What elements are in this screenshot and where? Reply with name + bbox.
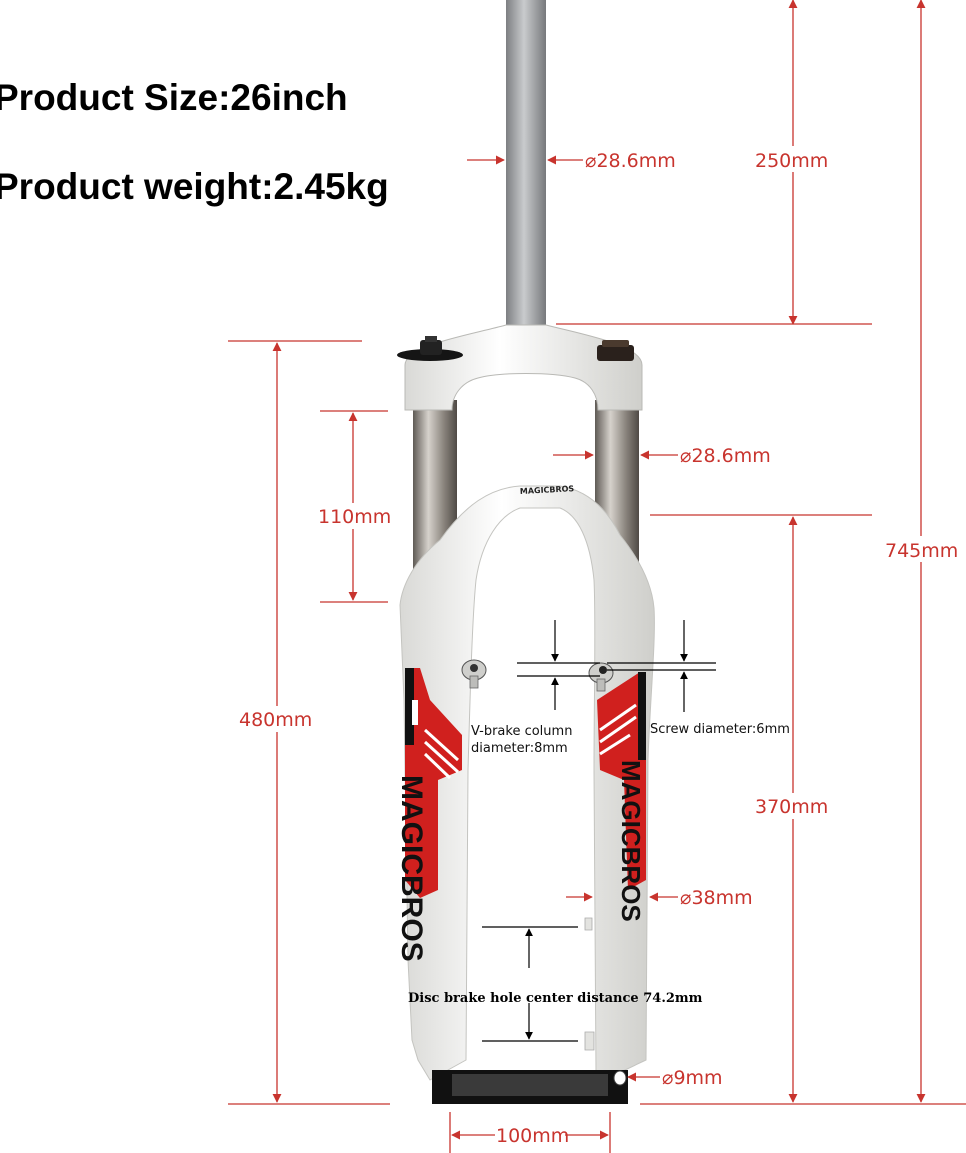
label-screw-diameter: Screw diameter:6mm <box>650 722 790 737</box>
label-axle-to-crown: 480mm <box>239 709 312 731</box>
right-leg-logo: MAGICBROS <box>616 760 646 922</box>
thru-axle-icon <box>432 1070 628 1104</box>
label-overall-length: 745mm <box>885 540 958 562</box>
dimension-labels: ⌀28.6mm 250mm ⌀28.6mm 745mm 110mm 480mm … <box>236 146 964 1147</box>
dimension-lines <box>228 0 966 1153</box>
arch-logo: MAGICBROS <box>520 484 575 496</box>
label-stanchion-diameter: ⌀28.6mm <box>680 445 771 467</box>
label-vbrake-line1: V-brake column <box>471 724 572 739</box>
steerer-tube <box>506 0 546 330</box>
label-disc-brake-distance: Disc brake hole center distance 74.2mm <box>408 991 703 1006</box>
label-lower-leg-length: 370mm <box>755 796 828 818</box>
product-weight-label: Product weight:2.45kg <box>0 166 389 207</box>
v-brake-boss-right-icon <box>588 662 614 692</box>
label-hub-spacing: 100mm <box>496 1125 569 1147</box>
fork-illustration: MAGICBROS MAGICBROS MAGICBROS <box>395 0 655 1104</box>
right-leg-decal <box>597 672 646 890</box>
label-steerer-diameter: ⌀28.6mm <box>585 150 676 172</box>
disc-brake-mount-icon <box>584 917 595 1051</box>
product-size-label: Product Size:26inch <box>0 77 348 118</box>
label-vbrake-line2: diameter:8mm <box>471 741 568 756</box>
label-axle-diameter: ⌀9mm <box>662 1067 723 1089</box>
label-lower-leg-diameter: ⌀38mm <box>680 887 753 909</box>
label-travel: 110mm <box>318 506 391 528</box>
v-brake-boss-left-icon <box>461 659 487 689</box>
left-leg-decal <box>405 668 462 898</box>
label-steerer-length: 250mm <box>755 150 828 172</box>
preload-cap-icon <box>597 340 634 361</box>
left-leg-logo: MAGICBROS <box>395 775 428 962</box>
fork-crown <box>404 324 643 411</box>
lockout-knob-icon <box>397 336 463 361</box>
detail-dimension-lines <box>482 620 716 1042</box>
